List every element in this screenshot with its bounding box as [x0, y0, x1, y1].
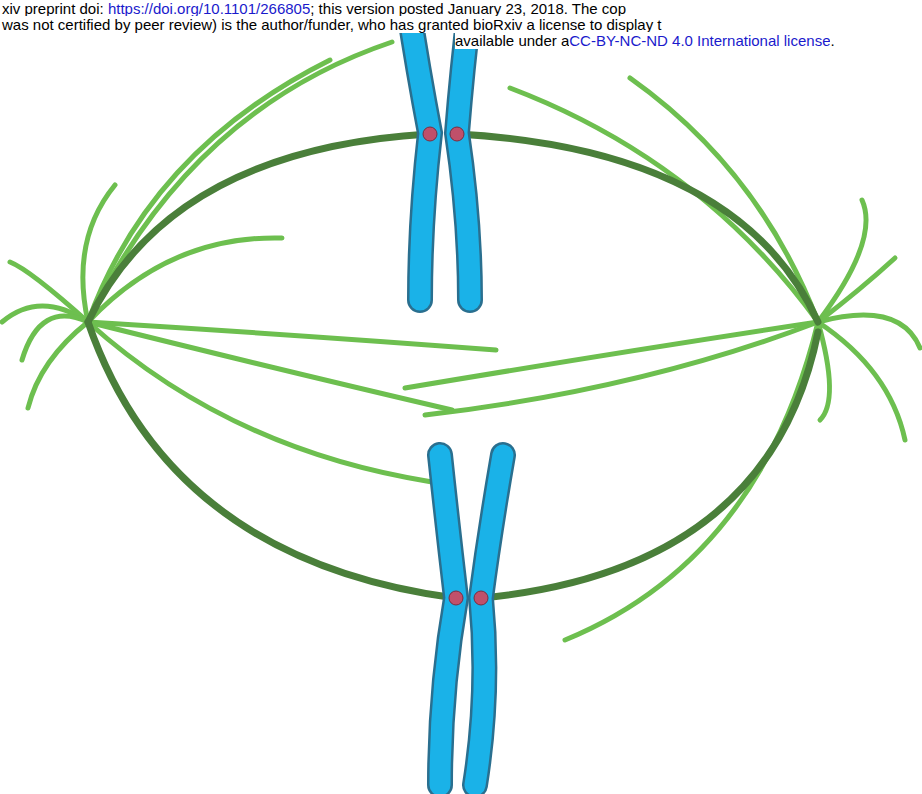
kinetochores [423, 127, 488, 605]
header-line: available under aCC-BY-NC-ND 4.0 Interna… [455, 33, 835, 49]
header-text: was not certified by peer review) is the… [2, 16, 662, 33]
header-line: xiv preprint doi: https://doi.org/10.110… [2, 1, 626, 17]
header-text: https://doi.org/10.1101/266805 [108, 0, 310, 17]
header-line: was not certified by peer review) is the… [2, 17, 662, 33]
chromosomes [408, 4, 503, 785]
header-text: CC-BY-NC-ND 4.0 International license [569, 32, 830, 49]
preprint-header: xiv preprint doi: https://doi.org/10.110… [0, 0, 922, 60]
header-text: available under a [455, 32, 569, 49]
header-text: . [830, 32, 834, 49]
header-text: ; this version posted January 23, 2018. … [310, 0, 626, 17]
header-text: xiv preprint doi: [2, 0, 108, 17]
